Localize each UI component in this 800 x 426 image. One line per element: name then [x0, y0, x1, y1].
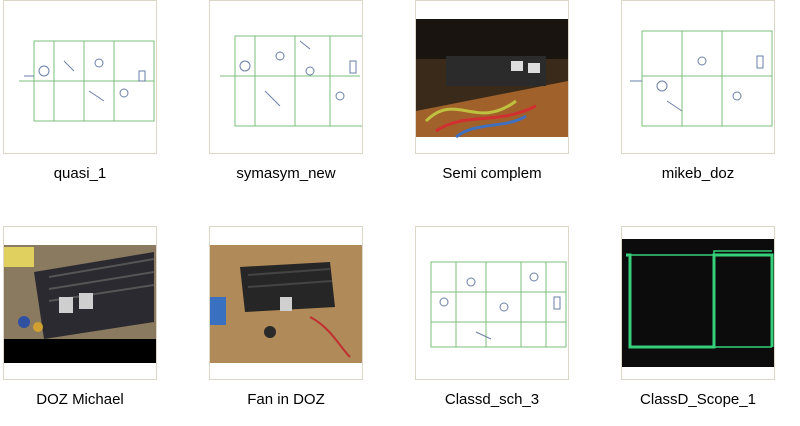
thumbnail-frame: [3, 0, 157, 154]
thumbnail-item-doz-michael[interactable]: DOZ Michael: [0, 226, 160, 426]
file-name[interactable]: Classd_sch_3: [444, 391, 540, 408]
photo-thumbnail: [210, 245, 362, 363]
file-name[interactable]: ClassD_Scope_1: [640, 391, 756, 408]
photo-thumbnail: [416, 19, 568, 139]
photo-thumbnail: [4, 245, 156, 363]
thumbnail-item-fan-in-doz[interactable]: Fan in DOZ: [206, 226, 366, 426]
scope-thumbnail: [622, 239, 774, 367]
thumbnail-frame: [3, 226, 157, 380]
schematic-thumbnail: [430, 261, 567, 348]
thumbnail-item-semi-complem[interactable]: Semi complem: [412, 0, 572, 200]
file-name[interactable]: symasym_new: [236, 165, 336, 182]
file-name[interactable]: mikeb_doz: [661, 165, 735, 182]
thumbnail-item-symasym-new[interactable]: symasym_new: [206, 0, 366, 200]
thumbnail-item-classd-scope-1[interactable]: ClassD_Scope_1: [618, 226, 778, 426]
thumbnail-frame: [209, 226, 363, 380]
file-name[interactable]: Fan in DOZ: [247, 391, 325, 408]
thumbnail-frame: [209, 0, 363, 154]
file-name[interactable]: Semi complem: [442, 165, 542, 182]
thumbnail-item-mikeb-doz[interactable]: mikeb_doz: [618, 0, 778, 200]
schematic-thumbnail: [220, 35, 362, 127]
thumbnail-frame: [415, 226, 569, 380]
file-name[interactable]: DOZ Michael: [36, 391, 124, 408]
thumbnail-frame: [415, 0, 569, 154]
thumbnail-frame: [621, 0, 775, 154]
thumbnail-item-classd-sch-3[interactable]: Classd_sch_3: [412, 226, 572, 426]
schematic-thumbnail: [630, 30, 773, 127]
thumbnail-frame: [621, 226, 775, 380]
thumbnail-item-quasi-1[interactable]: quasi_1: [0, 0, 160, 200]
schematic-thumbnail: [19, 40, 155, 122]
file-name[interactable]: quasi_1: [53, 165, 107, 182]
